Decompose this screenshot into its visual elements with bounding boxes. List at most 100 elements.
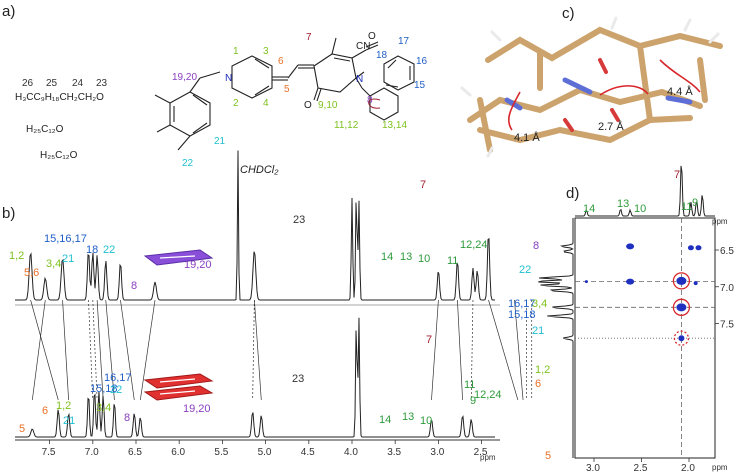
correlation-line: [120, 299, 135, 401]
top-peak-label: 7: [420, 179, 426, 191]
atom-number-label: 4: [263, 98, 269, 109]
top-peak-label: 5,6: [24, 267, 39, 279]
noesy-x-unit: ppm: [712, 217, 728, 226]
correlation-line: [30, 299, 59, 401]
cross-peak: [676, 276, 687, 285]
atom-number-label: 19,20: [172, 72, 197, 83]
noesy-y-tick-label: 6.5: [720, 246, 734, 257]
top-peak-label: 23: [293, 214, 305, 226]
ppm-tick-label: 4.5: [301, 447, 315, 458]
molecular-model: 4.4 Å 4.1 Å 2.7 Å: [460, 16, 723, 158]
ppm-tick-label: 6.0: [171, 447, 185, 458]
atom-number-label: 24: [72, 78, 84, 89]
ppm-tick-label: 3.0: [430, 447, 444, 458]
bottom-peak-label: 7: [426, 334, 432, 346]
bottom-peak-label: 11: [464, 379, 475, 391]
cross-peak: [584, 280, 588, 284]
atom-number-label: 26: [22, 78, 34, 89]
top-peak-label: 15,16,17: [44, 233, 87, 245]
bottom-peak-label: 1,2: [56, 400, 71, 412]
ppm-tick-label: 4.0: [344, 447, 358, 458]
bottom-peak-label: 6: [42, 405, 48, 417]
top-peak-label: 11: [447, 255, 458, 267]
atom-number-label: 25: [46, 78, 58, 89]
chemical-structure: [154, 37, 415, 151]
noesy-left-label: 15,18: [508, 309, 536, 321]
noesy-top-label: 7: [674, 169, 680, 181]
bottom-peak-label: 15,18: [90, 383, 118, 395]
noesy-left-label: 21: [532, 325, 544, 337]
bottom-peak-label: 22: [110, 384, 122, 396]
h8-arrow: [368, 98, 381, 109]
atom-number-label: 1: [233, 46, 239, 57]
correlation-line: [88, 299, 94, 401]
atom-number-label: 9,10: [318, 100, 338, 111]
noesy-cross-peaks: [584, 243, 702, 346]
bottom-peak-label: 21: [63, 415, 75, 427]
ppm-unit-label: ppm: [480, 453, 496, 462]
ether-label-2: H₂₅C₁₂O: [40, 150, 78, 161]
atom-number-label: 3: [263, 46, 269, 57]
bottom-peak-label: 14: [379, 414, 391, 426]
atom-number-label: 2: [233, 98, 239, 109]
panel-label-b: b): [2, 205, 15, 222]
correlation-line: [139, 299, 156, 401]
top-peak-label: 3,4: [46, 258, 61, 270]
correlation-line: [470, 299, 474, 401]
correlation-line: [514, 299, 524, 401]
correlation-line: [457, 299, 463, 401]
lower-spectrum-trace: [15, 317, 495, 438]
cross-peak: [676, 303, 687, 312]
correlation-line: [431, 299, 439, 401]
cross-peak: [695, 245, 702, 251]
atom-number-label: 18: [376, 50, 388, 61]
correlation-line: [31, 299, 46, 401]
bottom-peak-label: 10: [420, 415, 432, 427]
ppm-tick-label: 7.5: [42, 447, 56, 458]
top-peak-label: 21: [62, 253, 74, 265]
ppm-tick-label: 5.0: [258, 447, 272, 458]
bottom-peak-label: 9: [470, 395, 476, 407]
noesy-y-unit: ppm: [712, 463, 728, 472]
noesy-top-label: 14: [583, 203, 595, 215]
noesy-left-label: 3,4: [532, 298, 547, 310]
atom-number-label: 11,12: [334, 120, 359, 131]
correlation-line: [254, 299, 262, 401]
noesy-left-label: 6: [535, 378, 541, 390]
top-peak-label: 14: [381, 251, 393, 263]
atom-number-label: 23: [96, 78, 108, 89]
atom-number-label: 13,14: [382, 120, 407, 131]
solvent-label: CHDCl₂: [240, 164, 279, 176]
atom-number-label: 7: [306, 32, 312, 43]
correlation-line: [252, 299, 255, 401]
ppm-tick-label: 6.5: [128, 447, 142, 458]
top-peak-label: 12,24: [460, 239, 488, 251]
noesy-top-trace-path: [575, 165, 715, 217]
noesy-x-tick-label: 2.5: [634, 463, 648, 473]
correlation-line: [62, 299, 69, 401]
top-peak-label: 13: [400, 251, 412, 263]
top-peak-label: 8: [131, 280, 137, 292]
cross-peak: [626, 278, 635, 285]
noesy-left-label: 1,2: [535, 364, 550, 376]
alkyl-chain-label: H₃CC₉H₁₈CH₂CH₂O: [15, 92, 104, 103]
distance-label-1: 4.4 Å: [667, 85, 693, 98]
monomer-cartoon: [143, 249, 214, 266]
ppm-tick-label: 7.0: [85, 447, 99, 458]
pyridinium-n-label: N: [225, 73, 232, 84]
nmr-trace-path: [15, 150, 495, 301]
ether-label-1: H₂₅C₁₂O: [26, 124, 64, 135]
noesy-top-label: 10: [634, 203, 646, 215]
distance-label-3: 2.7 Å: [598, 120, 624, 133]
noesy-x-tick-label: 2.0: [681, 463, 695, 473]
atom-number-label: 15: [414, 80, 426, 91]
noesy-top-label: 13: [617, 198, 629, 210]
peak-correlation-lines: [30, 299, 533, 401]
